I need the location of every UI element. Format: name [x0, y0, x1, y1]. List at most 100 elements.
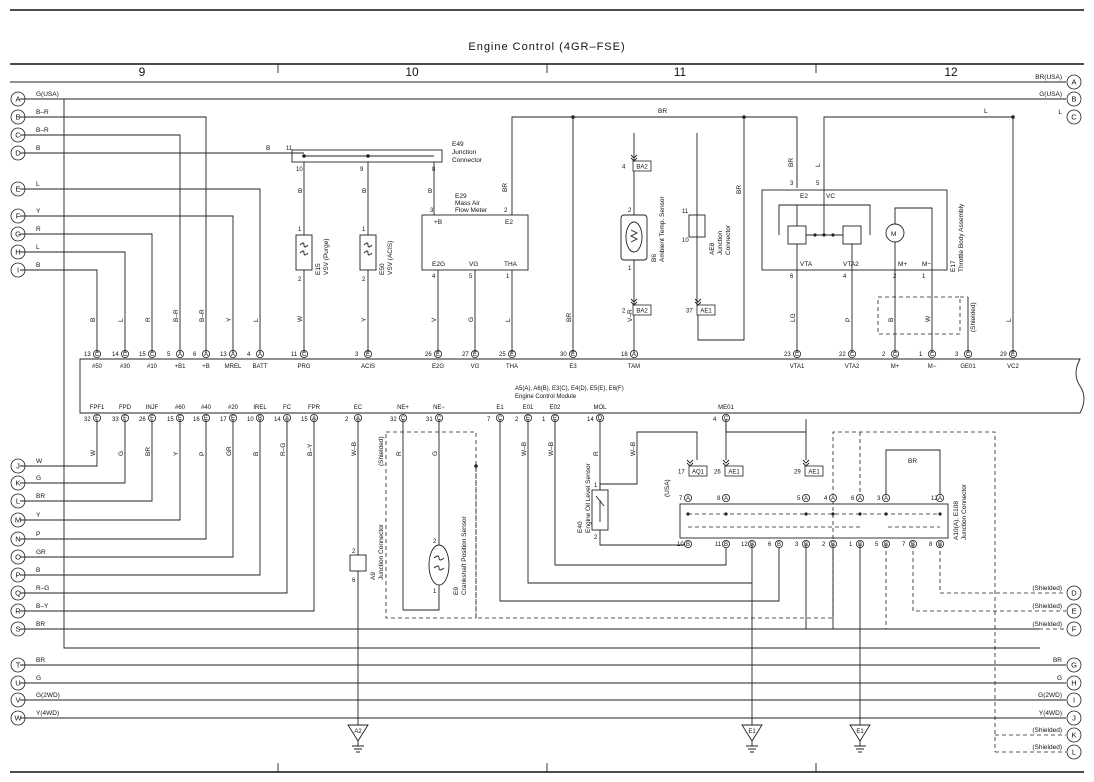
ecm-terminal-conn: C [966, 352, 971, 358]
connector-tag-pin: 17 [678, 470, 685, 476]
ae8-junction-connector: 11 10 AE8 Junction Connector BR [682, 133, 743, 306]
ecm-terminal-pin: 11 [291, 352, 298, 358]
e29-pin: 5 [469, 274, 473, 280]
e49-ref: E49 [452, 141, 464, 148]
ecm-terminal-name: PRG [297, 364, 310, 370]
connector-circle [1066, 727, 1082, 743]
ecm-terminal-name: ME01 [718, 405, 734, 411]
ecm-terminal-pin: 14 [587, 417, 594, 423]
connector-id: E [15, 185, 20, 194]
junction-dot [804, 512, 808, 516]
e15-name: VSV (Purge) [323, 239, 330, 276]
connector-wire-color: G [1057, 675, 1062, 682]
connector-circle [1066, 109, 1082, 125]
a10-top-pin: 7 [679, 496, 683, 502]
connector-wire-color: (Shielded) [1032, 585, 1062, 592]
wire-color: L [984, 108, 988, 115]
ecm-terminal-pin: 13 [220, 352, 227, 358]
e50-ref: E50 [379, 263, 386, 275]
connector-id: J [1072, 714, 1076, 723]
connector-chevron [802, 459, 810, 467]
ecm-terminal-name: VTA2 [845, 364, 860, 370]
ecm-terminal-conn: E [510, 352, 514, 358]
connector-wire-color: B–Y [36, 603, 49, 610]
a10-bottom-pin: 11 [715, 542, 722, 548]
shield-label: (Shielded) [378, 436, 385, 466]
column-number: 10 [405, 65, 419, 79]
e17-pin: 4 [843, 274, 847, 280]
ecm-terminal-name: VTA1 [790, 364, 805, 370]
wire-color: R [593, 451, 600, 456]
a10-conn: A [804, 496, 808, 502]
wire-color: W–B [521, 442, 528, 456]
e17-ref: E17 [950, 260, 957, 272]
e9-pin: 2 [433, 539, 437, 545]
connector-wire-color: G(USA) [36, 91, 59, 98]
e49-pin: 11 [286, 146, 293, 152]
wire-color: W [925, 315, 932, 322]
e29-terminal: VG [469, 261, 478, 268]
a9-ref: A9 [370, 572, 377, 580]
connector-id: A [15, 95, 20, 104]
connector-id: O [15, 553, 21, 562]
a10-top-pin: 5 [797, 496, 801, 502]
ecm-terminal-pin: 15 [301, 417, 308, 423]
ecm-terminal-pin: 30 [560, 352, 567, 358]
a10-top-pin: 6 [851, 496, 855, 502]
connector-circle [1066, 744, 1082, 760]
connector-circle [1066, 74, 1082, 90]
wire-color: BR [788, 158, 795, 167]
a10-conn: A [831, 496, 835, 502]
connector-id: N [15, 535, 20, 544]
ground-earth [854, 741, 866, 753]
e29-pin: 3 [430, 208, 434, 214]
ecm-terminal-name: NE− [433, 405, 445, 411]
ecm-terminal-name: INJF [146, 405, 159, 411]
connector-wire-color: B–R [36, 109, 49, 116]
ecm-terminal-conn: A [178, 352, 182, 358]
connector-id: R [15, 607, 21, 616]
wire-color: B [298, 188, 302, 195]
e15-vsv-purge: 1 2 E15 VSV (Purge) [295, 227, 330, 353]
e49-pin: 9 [360, 167, 364, 173]
e49-label: Junction [452, 149, 477, 156]
ecm-terminal-name: FPR [308, 405, 321, 411]
wire-color: B–Y [307, 443, 314, 456]
top-left-wiring [20, 98, 1066, 649]
wire-color: L [815, 163, 822, 167]
wire-color: R–G [280, 443, 287, 456]
ecm-terminal-conn: E [571, 352, 575, 358]
ecm-terminal-conn: C [302, 352, 307, 358]
wire-color: G [118, 451, 125, 456]
connector-wire-color: R [36, 226, 41, 233]
ecm-terminal-pin: 7 [487, 417, 491, 423]
wire-color: R [145, 317, 152, 322]
ecm-terminal-conn: E [473, 352, 477, 358]
ecm-terminal-pin: 2 [882, 352, 886, 358]
e29-terminal: THA [504, 261, 518, 268]
a10-top-pin: 12 [931, 496, 938, 502]
a10-conn: B [724, 542, 728, 548]
connector-circle [1066, 692, 1082, 708]
wire-color: P [199, 452, 206, 456]
connector-id: K [1071, 731, 1076, 740]
connector-circle [1066, 603, 1082, 619]
connector-circle [1066, 91, 1082, 107]
junction-dot [858, 512, 862, 516]
a10-name: Junction Connector [961, 483, 968, 540]
ecm-terminal-pin: 14 [274, 417, 281, 423]
e40-pin: 2 [594, 535, 598, 541]
ecm-terminal-name: #30 [120, 364, 131, 370]
e17-throttle-body: E2 VC VTA VTA2 M+ M− 3 5 6 4 2 1 M E17 T… [761, 108, 1015, 353]
ecm-terminal-pin: 10 [247, 417, 254, 423]
connector-wire-color: R–G [36, 585, 49, 592]
connector-wire-color: BR [36, 493, 45, 500]
connector-tag-label: AE1 [728, 470, 740, 476]
connector-id: C [15, 131, 21, 140]
wire-color: B [266, 145, 270, 152]
e17-terminal: E2 [800, 193, 808, 200]
connector-wire-color: BR [36, 657, 45, 664]
ecm-terminal-pin: 26 [425, 352, 432, 358]
ecm-terminal-pin: 29 [1000, 352, 1007, 358]
connector-wire-color: L [36, 244, 40, 251]
